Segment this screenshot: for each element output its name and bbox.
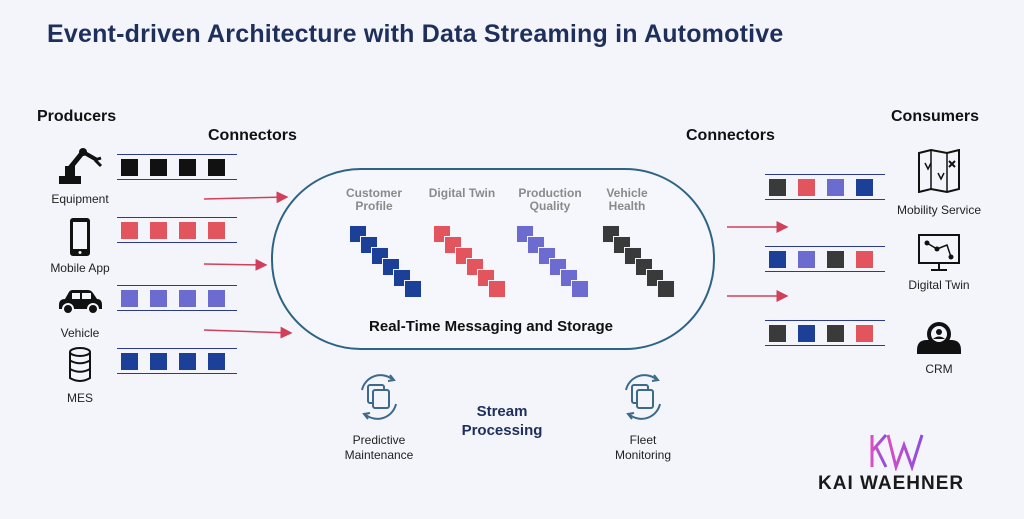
event-square — [798, 178, 815, 196]
event-square — [179, 352, 196, 370]
arrow-equipment — [203, 191, 289, 204]
event-square — [179, 221, 196, 239]
consumer-queue-mobility-service — [765, 174, 885, 200]
topic-label-vehicle-health: Vehicle Health — [606, 186, 648, 213]
cycle-copy-icon — [625, 374, 661, 420]
event-square — [827, 178, 844, 196]
producer-label-mes: MES — [66, 391, 93, 405]
map-icon — [918, 149, 960, 193]
app-label-predictive-maintenance: Predictive Maintenance — [330, 433, 428, 463]
event-square — [150, 289, 167, 307]
event-square — [179, 158, 196, 176]
car-icon — [59, 290, 102, 315]
stream-processing-line: Stream — [476, 403, 528, 420]
producer-queue-equipment — [117, 154, 237, 180]
consumer-label-mobility-service: Mobility Service — [896, 203, 982, 217]
event-square — [827, 250, 844, 268]
event-square — [856, 250, 873, 268]
event-square — [208, 221, 225, 239]
robot-arm-icon — [59, 148, 103, 184]
consumer-label-crm: CRM — [925, 362, 953, 376]
smartphone-icon — [70, 218, 90, 256]
event-square — [208, 158, 225, 176]
monitor-graph-icon — [918, 234, 960, 271]
right-connectors-heading: Connectors — [686, 127, 775, 144]
database-icon — [69, 347, 91, 382]
event-square — [856, 324, 873, 342]
consumer-label-digital-twin: Digital Twin — [908, 278, 970, 292]
event-square — [208, 352, 225, 370]
brand-name: KAI WAEHNER — [818, 473, 965, 494]
event-square — [150, 352, 167, 370]
producers-heading: Producers — [37, 108, 117, 125]
event-square — [769, 178, 786, 196]
topic-label-customer-profile: Customer Profile — [345, 186, 402, 213]
event-square — [121, 221, 138, 239]
event-square — [121, 352, 138, 370]
topic-event-square — [657, 280, 675, 298]
topic-event-square — [404, 280, 422, 298]
event-square — [121, 158, 138, 176]
left-connectors-heading: Connectors — [208, 127, 297, 144]
stream-processing-line: Processing — [461, 422, 543, 439]
app-label-line: Monitoring — [614, 448, 672, 462]
event-square — [150, 221, 167, 239]
consumers-heading: Consumers — [891, 108, 980, 125]
app-label-line: Predictive — [352, 433, 406, 447]
event-square — [798, 324, 815, 342]
app-label-fleet-monitoring: Fleet Monitoring — [594, 433, 692, 463]
producer-label-mobile-app: Mobile App — [50, 261, 110, 275]
page-title: Event-driven Architecture with Data Stre… — [47, 20, 784, 48]
kw-monogram-logo — [870, 434, 924, 471]
app-label-line: Fleet — [629, 433, 657, 447]
event-square — [179, 289, 196, 307]
stream-processing-label: Stream Processing — [452, 402, 552, 440]
consumer-queue-digital-twin — [765, 246, 885, 272]
producer-queue-mes — [117, 348, 237, 374]
app-label-line: Maintenance — [344, 448, 414, 462]
topic-event-square — [571, 280, 589, 298]
cycle-copy-icon — [361, 374, 397, 420]
topic-label-digital-twin: Digital Twin — [428, 186, 496, 200]
event-square — [798, 250, 815, 268]
arrow-mobile-app — [203, 258, 268, 271]
producer-label-equipment: Equipment — [51, 192, 109, 206]
platform-label: Real-Time Messaging and Storage — [369, 318, 613, 335]
producer-queue-vehicle — [117, 285, 237, 311]
event-square — [121, 289, 138, 307]
event-square — [856, 178, 873, 196]
event-square — [769, 324, 786, 342]
event-square — [208, 289, 225, 307]
arrow-vehicle — [203, 326, 293, 339]
customer-search-icon — [917, 322, 961, 354]
topic-event-square — [488, 280, 506, 298]
event-square — [150, 158, 167, 176]
event-square — [769, 250, 786, 268]
event-square — [827, 324, 844, 342]
consumer-queue-crm — [765, 320, 885, 346]
producer-queue-mobile-app — [117, 217, 237, 243]
producer-label-vehicle: Vehicle — [60, 326, 100, 340]
topic-label-production-quality: Production Quality — [518, 186, 582, 213]
